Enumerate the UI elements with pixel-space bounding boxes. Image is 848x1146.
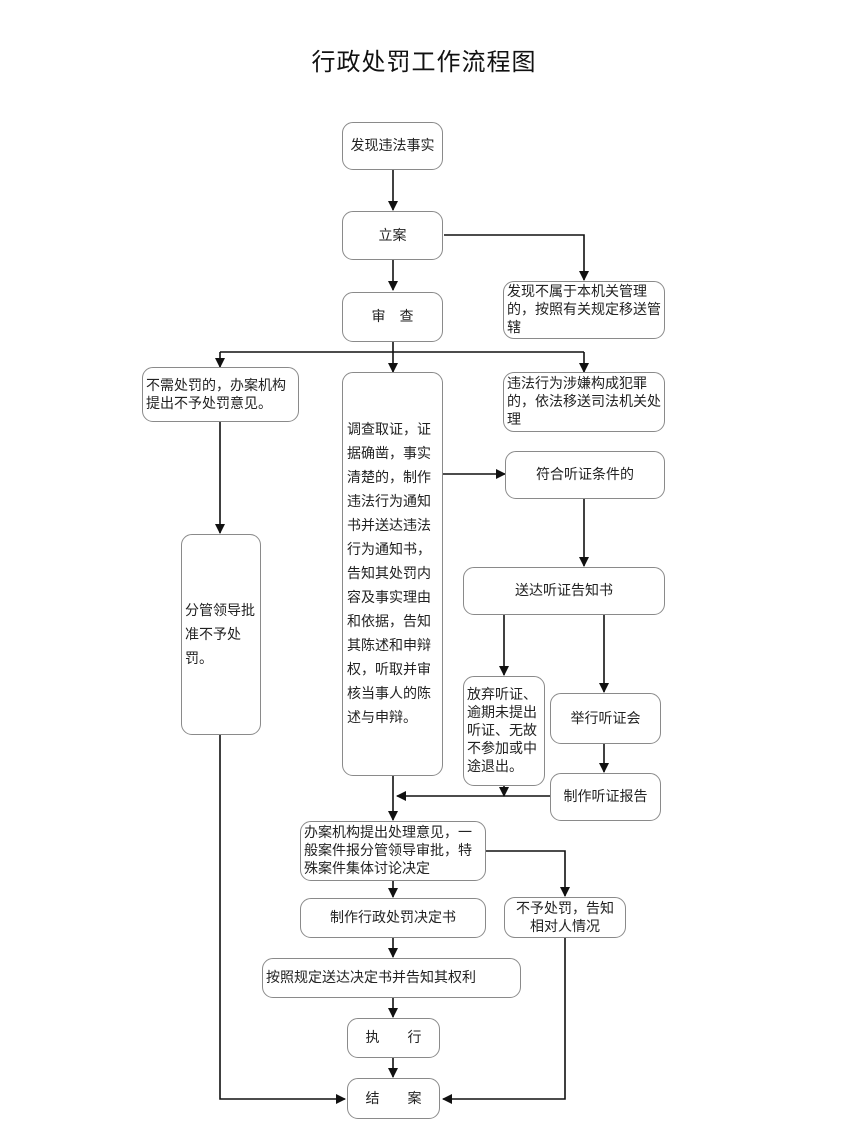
node-hearing-eligible: 符合听证条件的 — [505, 451, 665, 499]
node-no-penalty-notify-label: 不予处罚，告知相对人情况 — [516, 900, 614, 935]
node-transfer-jurisdiction-label: 发现不属于本机关管理的，按照有关规定移送管辖 — [507, 284, 661, 336]
node-transfer-judicial-label: 违法行为涉嫌构成犯罪的，依法移送司法机关处理 — [507, 376, 661, 428]
node-leader-approve: 分管领导批准不予处罚。 — [181, 534, 261, 735]
node-transfer-jurisdiction: 发现不属于本机关管理的，按照有关规定移送管辖 — [503, 281, 665, 339]
node-hold-hearing-label: 举行听证会 — [570, 710, 641, 727]
node-handling-opinion: 办案机构提出处理意见，一般案件报分管领导审批，特殊案件集体讨论决定 — [300, 821, 486, 881]
node-discover-label: 发现违法事实 — [350, 138, 435, 154]
edge-nopenalty-close — [442, 937, 566, 1104]
node-investigate: 调查取证，证据确凿，事实清楚的，制作违法行为通知书并送达违法行为通知书，告知其处… — [342, 372, 443, 776]
node-close-case: 结 案 — [347, 1078, 440, 1119]
node-no-penalty-notify: 不予处罚，告知相对人情况 — [504, 897, 626, 938]
node-hearing-report: 制作听证报告 — [550, 773, 661, 821]
edge-register-transfer — [444, 234, 589, 281]
node-review-label: 审 查 — [371, 309, 414, 325]
node-close-case-label: 结 案 — [365, 1090, 422, 1107]
node-hearing-eligible-label: 符合听证条件的 — [536, 467, 634, 483]
node-register: 立案 — [342, 211, 443, 260]
edge-opinion-nopenalty — [486, 850, 570, 897]
node-no-penalty-needed-label: 不需处罚的，办案机构提出不予处罚意见。 — [146, 377, 286, 412]
node-deliver-decision-label: 按照规定送达决定书并告知其权利 — [266, 970, 476, 986]
node-send-hearing-notice-label: 送达听证告知书 — [515, 583, 613, 599]
node-discover: 发现违法事实 — [342, 122, 443, 170]
node-transfer-judicial: 违法行为涉嫌构成犯罪的，依法移送司法机关处理 — [503, 372, 665, 432]
diagram-title: 行政处罚工作流程图 — [311, 48, 537, 76]
node-no-penalty-needed: 不需处罚的，办案机构提出不予处罚意见。 — [142, 367, 299, 422]
node-register-label: 立案 — [378, 227, 407, 244]
node-hearing-report-label: 制作听证报告 — [563, 789, 648, 805]
node-waive-hearing-label: 放弃听证、逾期未提出听证、无故不参加或中途退出。 — [467, 687, 537, 775]
edge-leader-close — [219, 735, 346, 1104]
node-hold-hearing: 举行听证会 — [550, 693, 661, 744]
node-waive-hearing: 放弃听证、逾期未提出听证、无故不参加或中途退出。 — [463, 676, 545, 786]
node-leader-approve-label: 分管领导批准不予处罚。 — [185, 602, 255, 667]
node-make-decision-label: 制作行政处罚决定书 — [330, 910, 456, 926]
node-send-hearing-notice: 送达听证告知书 — [463, 567, 665, 615]
node-execute-label: 执 行 — [365, 1030, 422, 1046]
node-execute: 执 行 — [347, 1018, 440, 1058]
node-handling-opinion-label: 办案机构提出处理意见，一般案件报分管领导审批，特殊案件集体讨论决定 — [304, 825, 472, 877]
node-investigate-label: 调查取证，证据确凿，事实清楚的，制作违法行为通知书并送达违法行为通知书，告知其处… — [347, 422, 431, 726]
node-make-decision: 制作行政处罚决定书 — [300, 898, 486, 938]
node-deliver-decision: 按照规定送达决定书并告知其权利 — [262, 958, 521, 998]
node-review: 审 查 — [342, 292, 443, 342]
